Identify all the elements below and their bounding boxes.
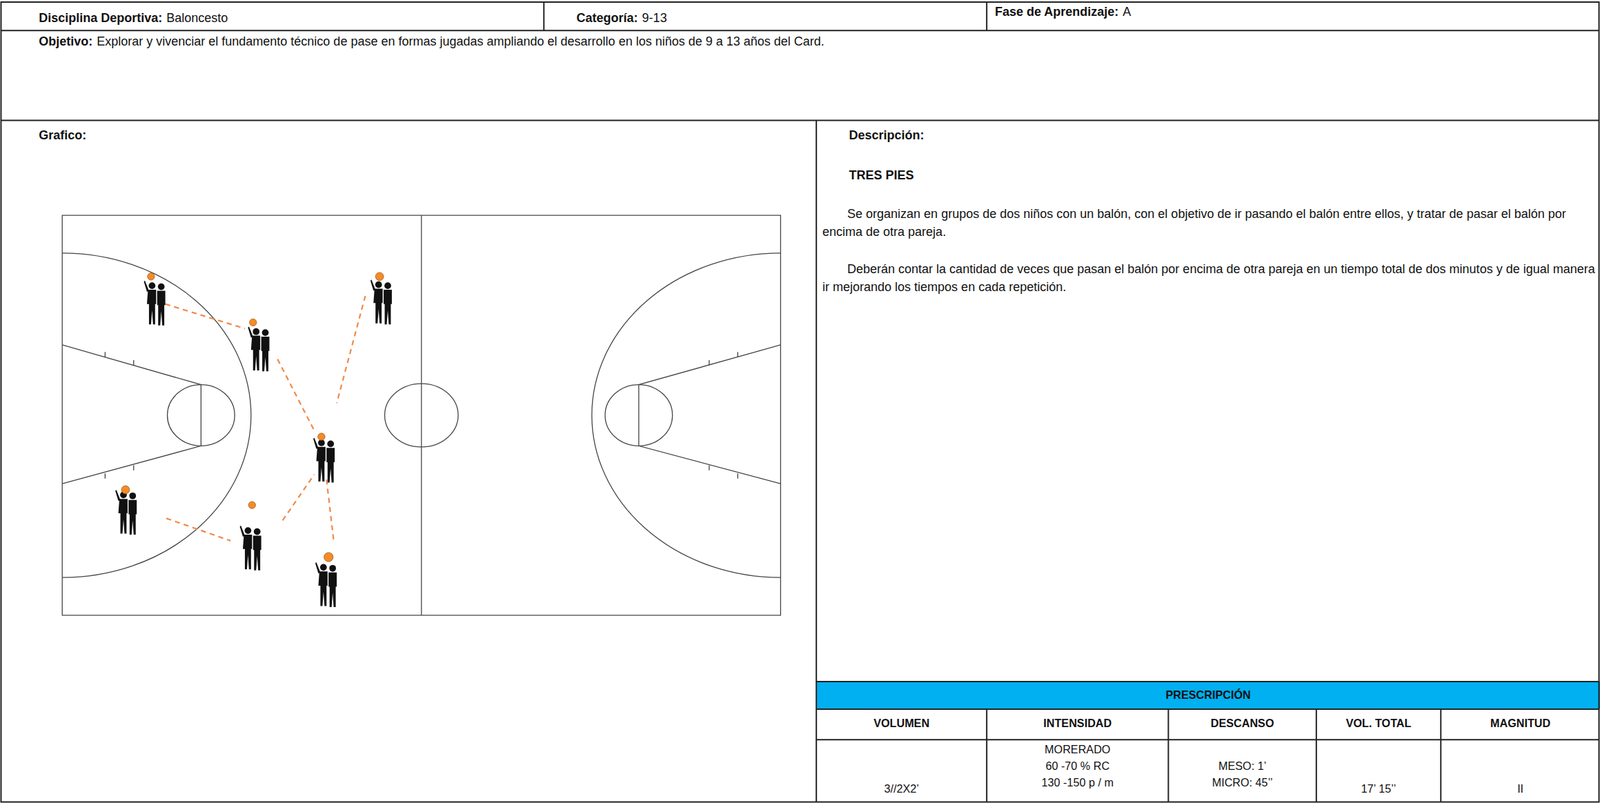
field-row: Disciplina Deportiva:Baloncesto (38, 8, 228, 27)
sheet-text: 3//2X2’ (816, 779, 987, 798)
sheet-text: INTENSIDAD (986, 714, 1169, 733)
sheet-text: PRESCRIPCIÓN (816, 685, 1600, 704)
sheet-text: II (1440, 779, 1600, 798)
field-row: Fase de Aprendizaje:A (994, 2, 1131, 21)
sheet-text: TRES PIES (848, 166, 914, 185)
sheet-text: A (1122, 2, 1131, 21)
sheet-text: 17’ 15’’ (1316, 779, 1441, 798)
sheet-text: 9-13 (642, 8, 668, 27)
sheet-text: Deberán contar la cantidad de veces que … (822, 260, 1596, 296)
sheet-text: Explorar y vivenciar el fundamento técni… (96, 32, 825, 51)
sheet-text: 130 -150 p / m (986, 774, 1169, 790)
sheet-text: VOLUMEN (816, 714, 987, 733)
sheet-text: VOL. TOTAL (1316, 714, 1441, 733)
sheet-text: Grafico: (38, 126, 87, 145)
sheet-text: Disciplina Deportiva: (38, 8, 163, 27)
sheet-text: Objetivo: (38, 32, 93, 51)
sheet-text: Fase de Aprendizaje: (994, 2, 1119, 21)
field-row: Categoría:9-13 (576, 8, 668, 27)
sheet-text: MAGNITUD (1440, 714, 1600, 733)
sheet-text: MESO: 1’ (1168, 758, 1316, 774)
sheet-text: 60 -70 % RC (986, 758, 1169, 774)
field-row: Objetivo:Explorar y vivenciar el fundame… (38, 32, 825, 51)
sheet-text: Se organizan en grupos de dos niños con … (822, 204, 1596, 241)
sheet-text: DESCANSO (1168, 714, 1316, 733)
basketball-court (62, 215, 781, 616)
sheet-text: MORERADO (986, 741, 1169, 757)
sheet-text: Categoría: (576, 8, 639, 27)
sheet-text: Baloncesto (166, 8, 228, 27)
pass-lines (165, 295, 366, 541)
balls (121, 272, 384, 562)
sheet-text: Descripción: (848, 126, 924, 145)
sheet-text: MICRO: 45’’ (1168, 774, 1316, 790)
player-pairs (115, 279, 392, 608)
